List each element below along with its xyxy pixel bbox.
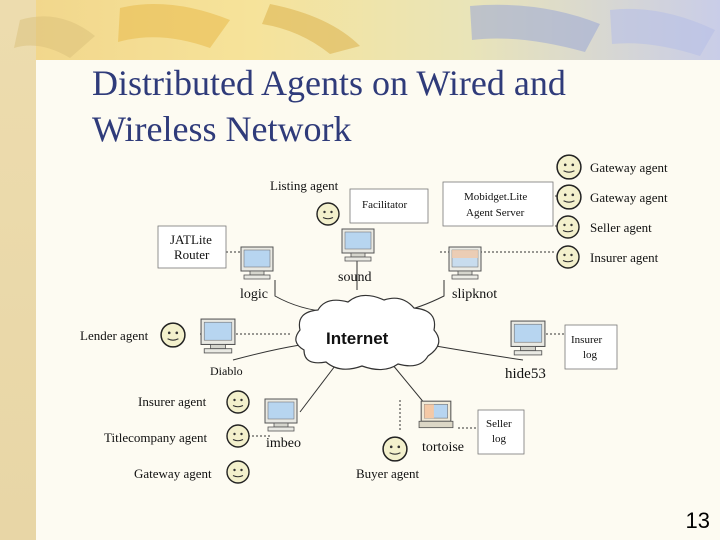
gateway-agent-2-icon: [556, 184, 582, 210]
mobidget-box: [442, 181, 554, 227]
title-line-2: Wireless Network: [92, 109, 352, 149]
host-diablo-icon: [200, 318, 236, 354]
gateway-agent-2-label: Gateway agent: [590, 190, 668, 205]
insurer-log-label-line2: log: [583, 349, 598, 361]
internet-label: Internet: [326, 329, 389, 348]
insurer-agent-top-label: Insurer agent: [590, 250, 659, 265]
host-diablo-label: Diablo: [210, 364, 243, 378]
insurer-log-label-line1: Insurer: [571, 334, 603, 346]
buyer-agent-icon: [382, 436, 408, 462]
insurer-agent-top-icon: [556, 245, 580, 269]
titlecompany-agent-label: Titlecompany agent: [104, 430, 208, 445]
jatlite-label-line1: JATLite: [170, 232, 212, 247]
mobidget-label-line2: Agent Server: [466, 207, 525, 219]
link-imbeo: [299, 361, 339, 413]
host-hide53-label: hide53: [505, 366, 546, 382]
seller-log-label-line1: Seller: [486, 418, 512, 430]
insurer-agent-left-icon: [226, 390, 250, 414]
gateway-agent-left-label: Gateway agent: [134, 466, 212, 481]
facilitator-label: Facilitator: [362, 199, 408, 211]
insurer-log-box: [564, 324, 618, 370]
host-sound-label: sound: [338, 270, 372, 285]
host-sound-icon: [341, 228, 375, 262]
seller-log-label-line2: log: [492, 433, 507, 445]
listing-agent-label: Listing agent: [270, 178, 339, 193]
host-tortoise-label: tortoise: [422, 440, 464, 455]
seller-agent-icon: [556, 215, 580, 239]
jatlite-label-line2: Router: [174, 247, 210, 262]
host-logic-label: logic: [240, 287, 268, 302]
link-hide53: [429, 344, 524, 361]
host-imbeo-icon: [264, 398, 298, 432]
host-hide53-icon: [510, 320, 546, 356]
gateway-agent-1-icon: [556, 154, 582, 180]
lender-agent-label: Lender agent: [80, 328, 149, 343]
gateway-agent-1-label: Gateway agent: [590, 160, 668, 175]
titlecompany-agent-icon: [226, 424, 250, 448]
title-line-1: Distributed Agents on Wired and: [92, 63, 566, 103]
host-slipknot-icon: [448, 246, 482, 280]
page-number: 13: [685, 508, 710, 533]
listing-agent-icon: [316, 202, 340, 226]
seller-agent-label: Seller agent: [590, 220, 652, 235]
host-logic-icon: [240, 246, 274, 280]
buyer-agent-label: Buyer agent: [356, 466, 420, 481]
host-imbeo-label: imbeo: [266, 436, 301, 451]
slide-title: Distributed Agents on Wired and Wireless…: [92, 60, 652, 152]
internet-cloud: [295, 294, 440, 371]
lender-agent-icon: [160, 322, 186, 348]
host-tortoise-icon: [418, 400, 454, 429]
seller-log-box: [477, 409, 525, 455]
link-diablo: [232, 344, 301, 361]
mobidget-label-line1: Mobidget.Lite: [464, 191, 528, 203]
jatlite-box: [157, 225, 227, 269]
insurer-agent-left-label: Insurer agent: [138, 394, 207, 409]
host-slipknot-label: slipknot: [452, 287, 498, 302]
facilitator-box: [349, 188, 429, 224]
gateway-agent-left-icon: [226, 460, 250, 484]
